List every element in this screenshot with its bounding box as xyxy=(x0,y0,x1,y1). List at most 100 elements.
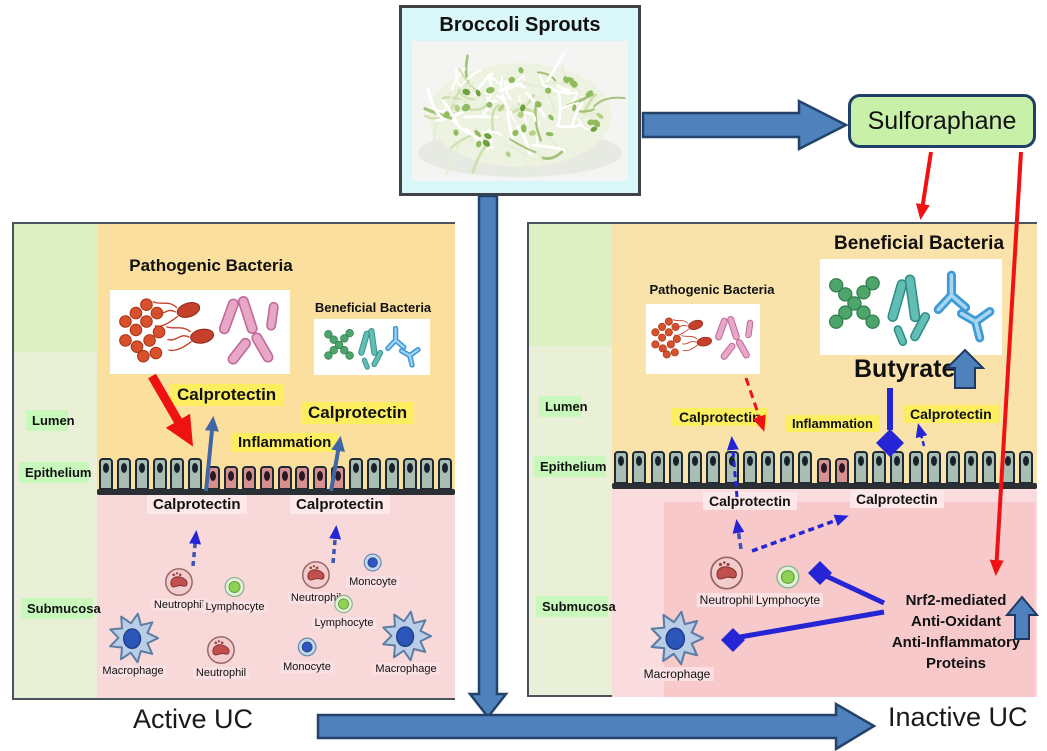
epithelium-label: Epithelium xyxy=(534,456,606,477)
neutrophil-cell: Neutrophil xyxy=(192,634,250,679)
cell-label: Lymphocyte xyxy=(752,593,824,607)
epithelium-cell xyxy=(669,451,684,484)
cell-label: Neutrophil xyxy=(696,593,758,607)
lymphocyte-cell: Lymphocyte xyxy=(752,562,824,607)
epithelium-cell xyxy=(724,451,739,484)
lymphocyte-cell: Lymphocyte xyxy=(311,592,377,629)
monocyte-cell: Moncoyte xyxy=(346,550,400,588)
cell-label: Neutrophil xyxy=(287,592,345,604)
panel-active-uc: Lumen Epithelium Submucosa Pathogenic Ba… xyxy=(12,222,455,700)
monocyte-icon xyxy=(294,634,320,660)
epithelium-cell xyxy=(206,466,221,490)
epithelium-cell xyxy=(908,451,923,484)
epithelium-cell xyxy=(402,458,417,490)
uc-active-label: Active UC xyxy=(133,704,254,734)
uc-inactive-label: Inactive UC xyxy=(888,702,1028,732)
epithelium-cell xyxy=(224,466,238,490)
cell-label: Lymphocyte xyxy=(311,617,377,629)
sulforaphane-label: Sulforaphane xyxy=(867,106,1017,135)
cell-label: Macrophage xyxy=(372,663,440,675)
epithelium-cell xyxy=(134,458,149,490)
epithelium-cell xyxy=(438,458,453,490)
inflammation-label: Inflammation xyxy=(231,433,339,452)
beneficial-bacteria-title: Beneficial Bacteria xyxy=(314,300,432,315)
epithelium-cell xyxy=(348,458,363,490)
epithelium-row xyxy=(99,457,455,490)
panel-inactive-uc: Lumen Epithelium Submucosa Pathogenic Ba… xyxy=(527,222,1037,697)
arrow-broccoli-down xyxy=(467,194,509,720)
epithelium-cell xyxy=(706,451,721,484)
layer-strip-top xyxy=(529,224,612,346)
epithelium-cell xyxy=(798,451,813,484)
epithelium-cell xyxy=(890,451,905,484)
submucosa-label: Submucosa xyxy=(21,598,101,619)
epithelium-label: Epithelium xyxy=(19,462,91,483)
macrophage-icon xyxy=(649,610,705,666)
broccoli-sprouts-box: Broccoli Sprouts xyxy=(399,5,641,196)
neutrophil-cell: Neutrophil xyxy=(696,554,758,607)
cell-label: Neutrophil xyxy=(192,667,250,679)
epithelium-cell xyxy=(871,451,886,484)
epithelium-cell xyxy=(816,458,831,484)
broccoli-sprouts-image xyxy=(412,41,628,181)
arrow-active-to-inactive xyxy=(316,701,877,751)
nrf2-line: Nrf2-mediated xyxy=(905,592,1007,609)
macrophage-cell: Macrophage xyxy=(372,610,440,675)
cell-label: Monocyte xyxy=(280,661,334,673)
lumen-label: Lumen xyxy=(26,410,75,431)
epithelium-cell xyxy=(116,458,131,490)
epithelium-cell xyxy=(277,466,292,490)
epithelium-cell xyxy=(99,458,113,490)
calprotectin-label: Calprotectin xyxy=(147,495,247,514)
submucosa-label: Submucosa xyxy=(536,596,616,617)
calprotectin-label: Calprotectin xyxy=(170,384,284,406)
epithelium-base-line xyxy=(612,483,1037,489)
nrf2-proteins-text: Nrf2-mediated Anti-Oxidant Anti-Inflamma… xyxy=(881,590,1031,674)
epithelium-row xyxy=(614,450,1038,484)
lymphocyte-icon xyxy=(773,562,803,592)
lymphocyte-cell: Lymphocyte xyxy=(202,574,268,613)
broccoli-sprouts-title: Broccoli Sprouts xyxy=(439,14,601,36)
epithelium-cell xyxy=(420,458,435,490)
epithelium-cell xyxy=(945,451,960,484)
epithelium-cell xyxy=(188,458,203,490)
cell-label: Macrophage xyxy=(640,667,714,681)
epithelium-cell xyxy=(632,451,647,484)
epithelium-cell xyxy=(1000,451,1015,484)
epithelium-cell xyxy=(152,458,167,490)
nrf2-line: Anti-Inflammatory xyxy=(891,634,1021,651)
epithelium-cell xyxy=(241,466,256,490)
lymphocyte-icon xyxy=(332,592,356,616)
epithelium-cell xyxy=(687,451,702,484)
epithelium-cell xyxy=(982,451,997,484)
arrow-sulforaphane-to-beneficial xyxy=(915,151,933,220)
neutrophil-icon xyxy=(205,634,237,666)
macrophage-icon xyxy=(380,610,432,662)
epithelium-cell xyxy=(964,451,978,484)
calprotectin-label: Calprotectin xyxy=(301,402,415,424)
epithelium-cell xyxy=(331,466,346,490)
neutrophil-cell: Neutrophil xyxy=(150,566,208,611)
epithelium-cell xyxy=(313,466,328,490)
cell-label: Moncoyte xyxy=(346,576,400,588)
epithelium-base-line xyxy=(97,489,455,495)
beneficial-bacteria-title: Beneficial Bacteria xyxy=(833,233,1005,254)
cell-label: Macrophage xyxy=(99,665,167,677)
cell-label: Neutrophil xyxy=(150,599,208,611)
pathogenic-bacteria-title: Pathogenic Bacteria xyxy=(129,256,293,275)
calprotectin-label: Calprotectin xyxy=(703,492,797,510)
epithelium-cell xyxy=(761,451,776,484)
layer-strip-top xyxy=(14,224,97,352)
calprotectin-label: Calprotectin xyxy=(672,408,768,426)
epithelium-cell xyxy=(779,451,794,484)
nrf2-line: Anti-Oxidant xyxy=(911,613,1001,630)
beneficial-bacteria-image xyxy=(820,259,1002,355)
epithelium-cell xyxy=(835,458,849,484)
cell-label: Lymphocyte xyxy=(202,601,268,613)
neutrophil-cell: Neutrophil xyxy=(287,559,345,604)
neutrophil-icon xyxy=(300,559,332,591)
epithelium-cell xyxy=(384,458,399,490)
lymphocyte-icon xyxy=(222,574,248,600)
calprotectin-label: Calprotectin xyxy=(903,405,999,423)
